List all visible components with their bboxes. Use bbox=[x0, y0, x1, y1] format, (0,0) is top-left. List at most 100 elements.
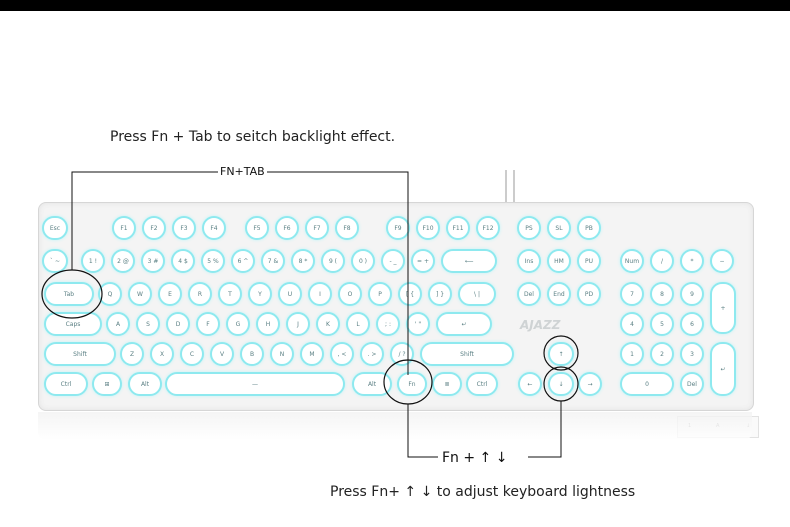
key-caps-3[interactable]: D bbox=[166, 312, 190, 336]
key-f-14[interactable]: SL bbox=[547, 216, 571, 240]
key-shift-2[interactable]: X bbox=[150, 342, 174, 366]
key-tab-17[interactable]: 7 bbox=[620, 282, 644, 306]
key-num-19[interactable]: * bbox=[680, 249, 704, 273]
key-ctrl-3[interactable]: — bbox=[165, 372, 345, 396]
key-tab-3[interactable]: E bbox=[158, 282, 182, 306]
key-tab-11[interactable]: [ { bbox=[398, 282, 422, 306]
key-shift-16[interactable]: ↵ bbox=[710, 342, 736, 396]
key-num-0[interactable]: ` ~ bbox=[42, 249, 68, 273]
key-num-1[interactable]: 1 ! bbox=[81, 249, 105, 273]
key-shift-15[interactable]: 3 bbox=[680, 342, 704, 366]
key-tab-0[interactable]: Tab bbox=[44, 282, 94, 306]
key-caps-14[interactable]: 5 bbox=[650, 312, 674, 336]
key-f-4[interactable]: F4 bbox=[202, 216, 226, 240]
key-f-2[interactable]: F2 bbox=[142, 216, 166, 240]
key-num-11[interactable]: - _ bbox=[381, 249, 405, 273]
key-shift-7[interactable]: M bbox=[300, 342, 324, 366]
key-tab-12[interactable]: ] } bbox=[428, 282, 452, 306]
key-tab-9[interactable]: O bbox=[338, 282, 362, 306]
key-f-15[interactable]: PB bbox=[577, 216, 601, 240]
key-f-1[interactable]: F1 bbox=[112, 216, 136, 240]
key-num-16[interactable]: PU bbox=[577, 249, 601, 273]
key-ctrl-10[interactable]: → bbox=[578, 372, 602, 396]
key-caps-9[interactable]: L bbox=[346, 312, 370, 336]
key-f-8[interactable]: F8 bbox=[335, 216, 359, 240]
key-f-7[interactable]: F7 bbox=[305, 216, 329, 240]
key-shift-8[interactable]: , < bbox=[330, 342, 354, 366]
key-tab-2[interactable]: W bbox=[128, 282, 152, 306]
key-shift-4[interactable]: V bbox=[210, 342, 234, 366]
key-tab-7[interactable]: U bbox=[278, 282, 302, 306]
key-f-10[interactable]: F10 bbox=[416, 216, 440, 240]
key-tab-4[interactable]: R bbox=[188, 282, 212, 306]
key-shift-11[interactable]: Shift bbox=[420, 342, 514, 366]
key-ctrl-12[interactable]: Del bbox=[680, 372, 704, 396]
key-caps-5[interactable]: G bbox=[226, 312, 250, 336]
key-shift-6[interactable]: N bbox=[270, 342, 294, 366]
key-num-10[interactable]: 0 ) bbox=[351, 249, 375, 273]
key-caps-11[interactable]: ' " bbox=[406, 312, 430, 336]
key-num-12[interactable]: = + bbox=[411, 249, 435, 273]
key-num-15[interactable]: HM bbox=[547, 249, 571, 273]
key-num-20[interactable]: − bbox=[710, 249, 734, 273]
key-tab-15[interactable]: End bbox=[547, 282, 571, 306]
key-shift-10[interactable]: / ? bbox=[390, 342, 414, 366]
key-f-12[interactable]: F12 bbox=[476, 216, 500, 240]
key-shift-12[interactable]: ↑ bbox=[548, 342, 574, 366]
key-tab-18[interactable]: 8 bbox=[650, 282, 674, 306]
key-shift-3[interactable]: C bbox=[180, 342, 204, 366]
key-ctrl-9[interactable]: ↓ bbox=[548, 372, 574, 396]
key-ctrl-11[interactable]: 0 bbox=[620, 372, 674, 396]
key-shift-5[interactable]: B bbox=[240, 342, 264, 366]
key-f-6[interactable]: F6 bbox=[275, 216, 299, 240]
key-num-9[interactable]: 9 ( bbox=[321, 249, 345, 273]
key-num-2[interactable]: 2 @ bbox=[111, 249, 135, 273]
key-caps-0[interactable]: Caps bbox=[44, 312, 102, 336]
key-f-9[interactable]: F9 bbox=[386, 216, 410, 240]
key-ctrl-0[interactable]: Ctrl bbox=[44, 372, 88, 396]
key-ctrl-6[interactable]: ≣ bbox=[432, 372, 462, 396]
key-caps-7[interactable]: J bbox=[286, 312, 310, 336]
key-num-17[interactable]: Num bbox=[620, 249, 644, 273]
key-caps-10[interactable]: ; : bbox=[376, 312, 400, 336]
key-caps-1[interactable]: A bbox=[106, 312, 130, 336]
key-f-3[interactable]: F3 bbox=[172, 216, 196, 240]
key-caps-13[interactable]: 4 bbox=[620, 312, 644, 336]
key-caps-2[interactable]: S bbox=[136, 312, 160, 336]
key-num-6[interactable]: 6 ^ bbox=[231, 249, 255, 273]
key-caps-6[interactable]: H bbox=[256, 312, 280, 336]
key-shift-14[interactable]: 2 bbox=[650, 342, 674, 366]
key-num-8[interactable]: 8 * bbox=[291, 249, 315, 273]
key-f-5[interactable]: F5 bbox=[245, 216, 269, 240]
key-tab-19[interactable]: 9 bbox=[680, 282, 704, 306]
key-f-13[interactable]: PS bbox=[517, 216, 541, 240]
key-num-5[interactable]: 5 % bbox=[201, 249, 225, 273]
key-num-13[interactable]: ⟵ bbox=[441, 249, 497, 273]
key-tab-20[interactable]: + bbox=[710, 282, 736, 334]
key-ctrl-2[interactable]: Alt bbox=[128, 372, 162, 396]
key-num-18[interactable]: / bbox=[650, 249, 674, 273]
key-tab-10[interactable]: P bbox=[368, 282, 392, 306]
key-shift-9[interactable]: . > bbox=[360, 342, 384, 366]
key-tab-14[interactable]: Del bbox=[517, 282, 541, 306]
key-caps-15[interactable]: 6 bbox=[680, 312, 704, 336]
key-f-11[interactable]: F11 bbox=[446, 216, 470, 240]
key-caps-8[interactable]: K bbox=[316, 312, 340, 336]
key-caps-4[interactable]: F bbox=[196, 312, 220, 336]
key-num-4[interactable]: 4 $ bbox=[171, 249, 195, 273]
key-shift-1[interactable]: Z bbox=[120, 342, 144, 366]
key-ctrl-1[interactable]: ⊞ bbox=[92, 372, 122, 396]
key-ctrl-7[interactable]: Ctrl bbox=[466, 372, 498, 396]
key-num-14[interactable]: Ins bbox=[517, 249, 541, 273]
key-ctrl-5[interactable]: Fn bbox=[397, 372, 427, 396]
key-tab-13[interactable]: \ | bbox=[458, 282, 496, 306]
key-tab-16[interactable]: PD bbox=[577, 282, 601, 306]
key-num-3[interactable]: 3 # bbox=[141, 249, 165, 273]
key-ctrl-8[interactable]: ← bbox=[518, 372, 542, 396]
key-tab-6[interactable]: Y bbox=[248, 282, 272, 306]
key-tab-5[interactable]: T bbox=[218, 282, 242, 306]
key-num-7[interactable]: 7 & bbox=[261, 249, 285, 273]
key-tab-8[interactable]: I bbox=[308, 282, 332, 306]
key-f-0[interactable]: Esc bbox=[42, 216, 68, 240]
key-shift-13[interactable]: 1 bbox=[620, 342, 644, 366]
